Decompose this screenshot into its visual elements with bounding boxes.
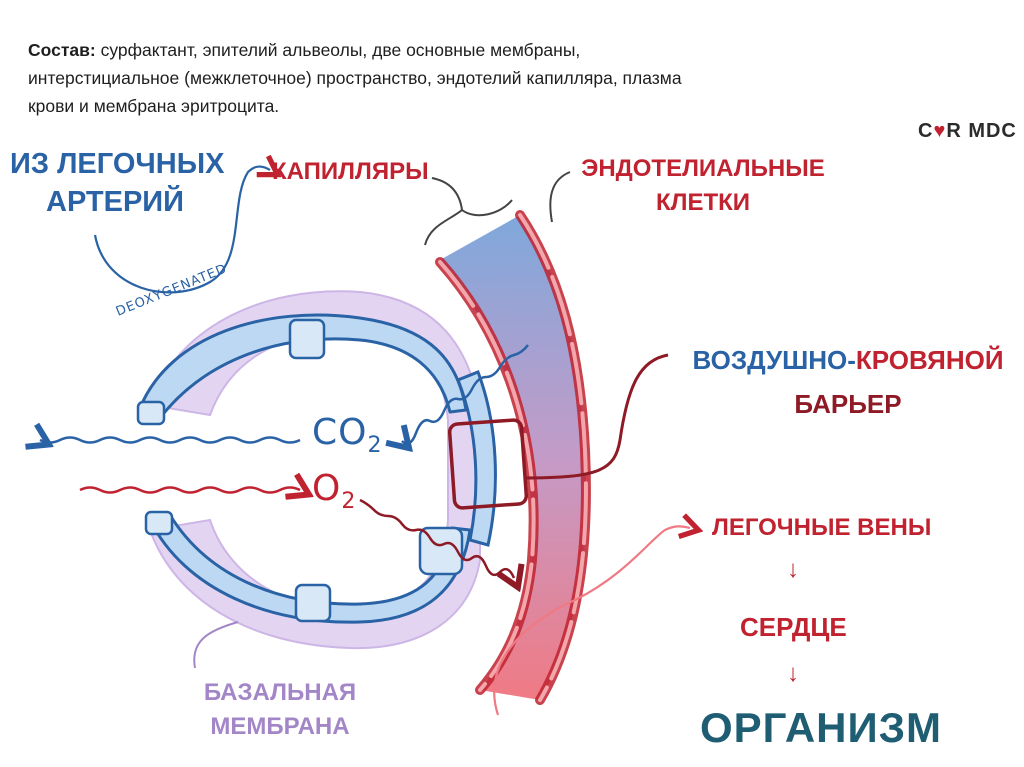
wall-end-cap-lower <box>144 510 174 536</box>
composition-caption: Состав: сурфактант, эпителий альвеолы, д… <box>28 36 688 120</box>
arrow-down-icon-2: ↓ <box>787 660 799 687</box>
arrow-down-icon-1: ↓ <box>787 556 799 583</box>
heart-label: СЕРДЦЕ <box>740 612 847 642</box>
deoxygenated-arrow <box>93 166 270 294</box>
from-arteries-label: ИЗ ЛЕГОЧНЫХ АРТЕРИЙ <box>10 148 225 218</box>
o2-arrow <box>79 488 300 493</box>
co2-arrow <box>40 438 301 443</box>
organism-label: ОРГАНИЗМ <box>700 704 942 751</box>
o2-label: O2 <box>312 468 357 515</box>
alveolus-lower-wall <box>148 513 472 624</box>
capillary-body <box>440 215 586 700</box>
caption-label: Состав: <box>28 40 96 60</box>
heart-icon: ♥ <box>933 120 947 142</box>
capillary-right-cells <box>518 213 588 702</box>
type2-cell-upper <box>288 318 326 360</box>
capillaries-label: КАПИЛЛЯРЫ <box>272 158 429 185</box>
pulmonary-veins-label: ЛЕГОЧНЫЕ ВЕНЫ <box>712 514 932 541</box>
o2-diffusion-arrow <box>359 498 514 578</box>
co2-label: CO2 <box>312 412 383 459</box>
capillaries-leader <box>431 177 463 211</box>
barrier-highlight-box <box>447 418 529 510</box>
brand-logo: C♥R MDC <box>918 120 1017 142</box>
type2-cell-lower <box>294 583 332 623</box>
deoxygenated-label: DEOXYGENATED <box>114 261 230 319</box>
co2-diffusion-arrow <box>402 344 529 444</box>
alveolus-upper-wall <box>138 313 468 420</box>
veins-arrow <box>493 526 690 716</box>
basal-membrane-label: БАЗАЛЬНАЯ МЕМБРАНА <box>203 679 357 740</box>
endothelial-cells-label: ЭНДОТЕЛИАЛЬНЫЕ КЛЕТКИ <box>581 155 825 216</box>
air-blood-barrier-label: ВОЗДУШНО-КРОВЯНОЙ БАРЬЕР <box>692 345 1004 419</box>
barrier-leader <box>523 353 669 480</box>
caption-text: сурфактант, эпителий альвеолы, две основ… <box>28 40 682 116</box>
wall-end-cap-upper <box>136 400 166 426</box>
endothelial-leader <box>549 171 571 223</box>
capillary-left-cells <box>438 260 536 692</box>
basal-leader <box>193 621 239 669</box>
alveolus-right-wall <box>456 370 497 547</box>
